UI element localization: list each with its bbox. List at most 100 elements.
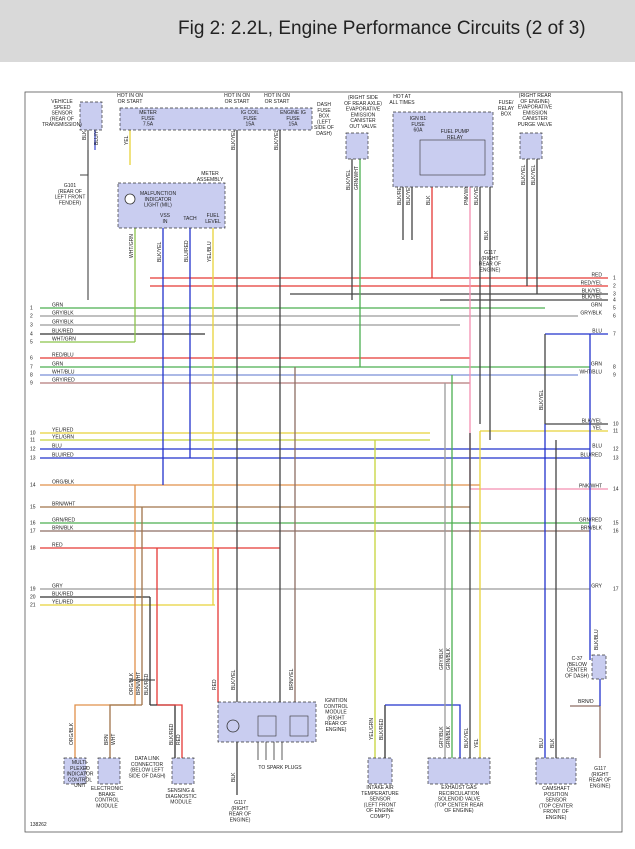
vss-label-line: (REAR OF <box>50 116 74 122</box>
right-wire-num: 3 <box>613 292 616 298</box>
bus-right-label: GRY <box>591 584 602 590</box>
bus-left-label: BRN/WHT <box>52 502 75 508</box>
icm-label-line: IGNITION <box>325 698 348 704</box>
g101-label-line: G101 <box>64 183 76 189</box>
sdm-label-line: MODULE <box>170 800 192 806</box>
bus-right-label: GRY/BLK <box>580 311 602 317</box>
relay-wl5: BLK/YEL <box>474 184 480 205</box>
tach-wl: BLU/RED <box>184 240 190 262</box>
icm-gnd-wl: BLK <box>231 772 237 782</box>
icm-label-line: (RIGHT <box>327 715 344 721</box>
bus-left-num: 3 <box>30 323 33 329</box>
bus-left-label: GRN <box>52 303 64 309</box>
bus-left-num: 12 <box>30 447 36 453</box>
iat-label-line: TEMPERATURE <box>361 791 399 797</box>
g101-label-line: FENDER) <box>59 200 82 206</box>
cmp-label-line: ENGINE) <box>546 815 567 821</box>
eb-wire <box>109 704 142 758</box>
hot1-label-line: HOT IN ON <box>117 93 143 99</box>
sd-wire-2 <box>157 704 183 758</box>
engine-fuse-label-line: ENGINE IG <box>280 110 306 116</box>
dlc-label-line: SIDE OF DASH) <box>129 773 166 779</box>
bus-left-num: 8 <box>30 373 33 379</box>
ebcm-label-line: MODULE <box>96 803 118 809</box>
vent-wl1: BLK/YEL <box>346 169 352 190</box>
purge-wl2: BLK/YEL <box>531 164 537 185</box>
c37-label-line: (BELOW <box>567 662 587 668</box>
ebcm-label-line: CONTROL <box>95 798 120 804</box>
ebcm-box <box>97 757 121 785</box>
bus-left-num: 5 <box>30 340 33 346</box>
bus-left-num: 20 <box>30 595 36 601</box>
cmp-box <box>535 757 577 785</box>
g117-top-label-line: REAR OF <box>479 262 501 268</box>
right-wire-label: RED <box>591 273 602 279</box>
right-wire-label: PNK/WHT <box>579 484 602 490</box>
dash-fuse-box <box>119 107 313 131</box>
m-wl3: BLK/YEL <box>274 129 280 150</box>
hot1-label-line: OR START <box>118 99 143 105</box>
cmp-label-line: FRONT OF <box>543 809 568 815</box>
mpicu-label-line: INDICATOR <box>66 772 93 778</box>
c37-wl: BLK/BLU <box>594 629 600 650</box>
relay-wl1: BLK/RED <box>397 183 403 205</box>
icm-wl2: BLK/YEL <box>231 669 237 690</box>
bus-right-num: 8 <box>613 365 616 371</box>
igcoil-fuse-label-line: IG COIL <box>241 110 260 116</box>
cmp-wire-3 <box>570 705 601 758</box>
icm-label-line: MODULE <box>325 710 347 716</box>
bus-left-label: BLK/RED <box>52 329 74 335</box>
vss-label-line: VEHICLE <box>51 99 73 105</box>
page-title: Fig 2: 2.2L, Engine Performance Circuits… <box>178 18 586 39</box>
egr-wl2: GRN/BLK <box>446 725 452 748</box>
c37-label-line: C-37 <box>572 656 583 662</box>
cmp-wl1: BLU <box>539 738 545 748</box>
bus-left-num: 15 <box>30 505 36 511</box>
dlc-wl3: BLK/RED <box>144 673 150 695</box>
bus-left-label: ORG/BLK <box>52 480 75 486</box>
dash-box-label-line: FUSE <box>317 108 331 114</box>
relay-wl2: BLK/YEL <box>406 184 412 205</box>
egr-label-line: RECIRCULATION <box>439 791 480 797</box>
dlc-label-line: CONNECTOR <box>131 762 164 768</box>
dash-box-label-line: (LEFT <box>317 119 331 125</box>
meter-pin-level: LEVEL <box>205 219 221 225</box>
egr-wl1: GRY/BLK <box>439 726 445 748</box>
bus-left-label: BRN/BLK <box>52 526 74 532</box>
vss-wl1: BLK <box>82 130 88 140</box>
g101-label-line: (REAR OF <box>58 189 82 195</box>
icm-label-line: ENGINE) <box>326 727 347 733</box>
vss-label-line: SPEED <box>54 105 71 111</box>
right-wire-label: BLK/YEL <box>582 419 603 425</box>
icm-coil-2 <box>289 715 309 737</box>
bus-left-num: 16 <box>30 521 36 527</box>
bus-left-label: RED <box>52 543 63 549</box>
engine-fuse-label-line: 15A <box>289 122 299 128</box>
cmp-wl2: BLK <box>550 738 556 748</box>
hot-all-label-line: HOT AT <box>393 94 411 100</box>
canister-vent-label-line: CANISTER <box>350 118 376 124</box>
fuel-pump-relay-label-line: FUEL PUMP <box>441 129 470 135</box>
bus-right-label: BLU <box>592 444 602 450</box>
cmp-label-line: SENSOR <box>545 798 567 804</box>
mp-wire <box>74 704 135 758</box>
bus-left-label: BLK/RED <box>52 592 74 598</box>
meter-pin-fuel: FUEL <box>207 213 220 219</box>
mpicu-label-line: CONTROL <box>68 777 93 783</box>
egr-box <box>427 757 491 785</box>
bus-left-num: 19 <box>30 587 36 593</box>
hot3-label-line: HOT IN ON <box>264 93 290 99</box>
right-wire-num: 11 <box>613 429 618 435</box>
right-wire-label: RED/YEL <box>581 281 603 287</box>
bus-left-num: 13 <box>30 456 36 462</box>
c37-label-line: CENTER <box>567 668 588 674</box>
right-wire-num: 2 <box>613 284 616 290</box>
ebcm-label-line: ELECTRONIC <box>91 786 124 792</box>
icm-wl3: BRN/YEL <box>289 668 295 690</box>
purge-valve-label-line: EMISSION <box>523 110 548 116</box>
egr-label-line: (TOP CENTER REAR <box>435 802 484 808</box>
sd-wl2: RED <box>176 734 182 745</box>
bus-left-label: GRN/RED <box>52 518 75 524</box>
purge-valve-box <box>519 132 543 160</box>
cmp-label-line: POSITION <box>544 792 568 798</box>
